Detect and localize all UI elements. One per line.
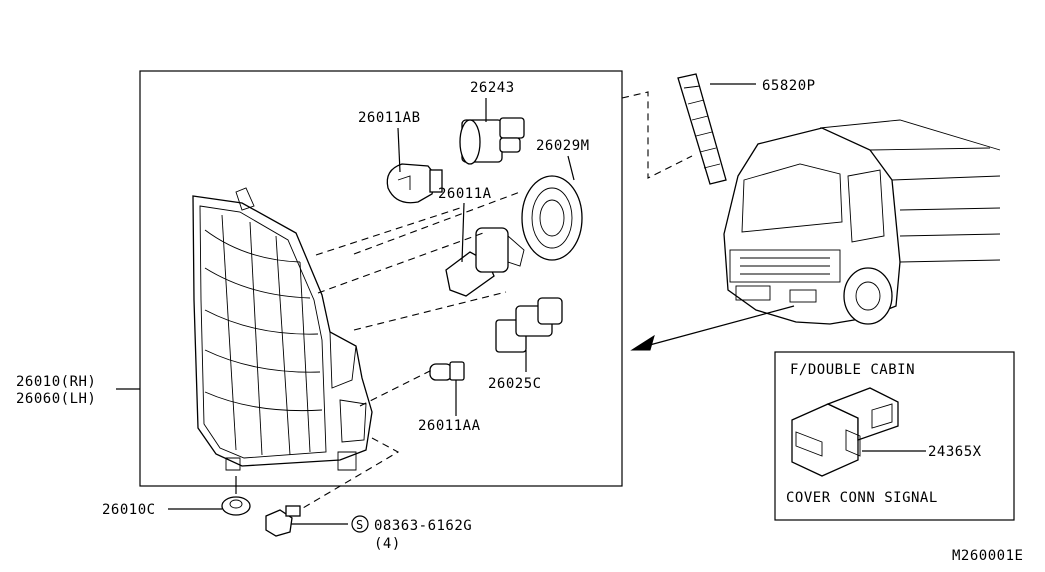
- diagram-code: M260001E: [952, 548, 1023, 564]
- label-26060LH: 26060(LH): [16, 391, 96, 407]
- socket-icon: [459, 117, 525, 165]
- bulb-icon: [445, 227, 525, 297]
- label-26025C: 26025C: [488, 376, 542, 392]
- inset-frame: [774, 351, 1015, 521]
- label-24365X: 24365X: [928, 444, 982, 460]
- label-bolt-part: 08363-6162G: [374, 518, 472, 534]
- main-frame: [139, 70, 623, 487]
- bulb-icon: [386, 163, 443, 204]
- bulb-icon: [429, 361, 465, 381]
- label-26011A: 26011A: [438, 186, 492, 202]
- label-65820P: 65820P: [762, 78, 816, 94]
- inset-caption: COVER CONN SIGNAL: [786, 490, 938, 506]
- inset-title: F/DOUBLE CABIN: [790, 362, 915, 378]
- svg-text:S: S: [356, 518, 363, 532]
- reflector-tape-icon: [677, 73, 727, 185]
- label-26010RH: 26010(RH): [16, 374, 96, 390]
- label-26010C: 26010C: [102, 502, 156, 518]
- lamp-housing-icon: [192, 187, 373, 471]
- washer-icon: [221, 496, 251, 516]
- label-26011AA: 26011AA: [418, 418, 481, 434]
- label-bolt-qty: (4): [374, 536, 401, 552]
- bolt-icon: [265, 505, 301, 537]
- label-26243: 26243: [470, 80, 515, 96]
- reflector-ring-icon: [521, 175, 583, 261]
- socket-icon: [495, 297, 563, 353]
- connector-cover-icon: [791, 387, 899, 477]
- label-26011AB: 26011AB: [358, 110, 421, 126]
- bolt-symbol: S: [351, 515, 369, 533]
- label-26029M: 26029M: [536, 138, 590, 154]
- truck-icon: [723, 119, 1001, 325]
